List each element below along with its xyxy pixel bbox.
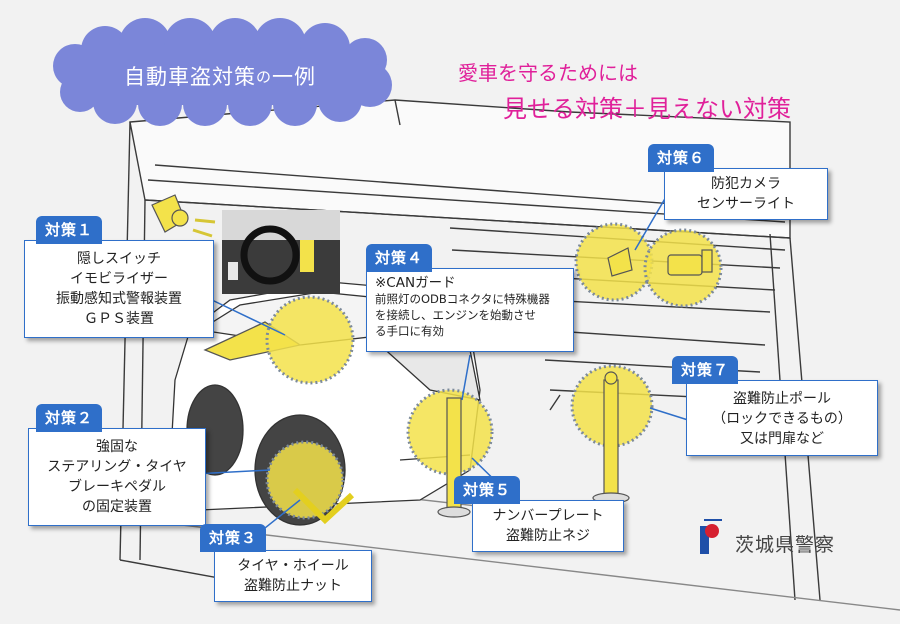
devices bbox=[151, 194, 713, 525]
measure-1-box: 隠しスイッチ イモビライザー 振動感知式警報装置 ＧＰＳ装置 bbox=[24, 240, 214, 338]
measure-3-line-2: 盗難防止ナット bbox=[244, 578, 342, 594]
measure-1-line-4: ＧＰＳ装置 bbox=[84, 311, 154, 327]
measure-4-box: ※CANガード 前照灯のODBコネクタに特殊機器 を接続し、エンジンを始動させ … bbox=[366, 268, 574, 352]
measure-2-box: 強固な ステアリング・タイヤ ブレーキペダル の固定装置 bbox=[28, 428, 206, 526]
measure-7-box: 盗難防止ポール （ロックできるもの） 又は門扉など bbox=[686, 380, 878, 456]
measure-3-line-1: タイヤ・ホイール bbox=[237, 558, 349, 574]
measure-2-line-1: 強固な bbox=[96, 439, 138, 455]
measure-5-tag: 対策５ bbox=[454, 476, 521, 504]
measure-5-line-2: 盗難防止ネジ bbox=[506, 528, 590, 544]
headline-line-2: 見せる対策＋見えない対策 bbox=[503, 95, 791, 123]
measure-4-line-3: る手口に有効 bbox=[375, 324, 444, 338]
police-logo-icon bbox=[700, 519, 722, 554]
page-title: 自動車盗対策の一例 bbox=[70, 56, 370, 96]
title-cloud bbox=[53, 18, 392, 126]
measure-7-line-2: （ロックできるもの） bbox=[712, 411, 852, 427]
measure-2-line-4: の固定装置 bbox=[82, 499, 152, 515]
measure-1-tag: 対策１ bbox=[36, 216, 103, 244]
measure-7-line-1: 盗難防止ポール bbox=[733, 391, 831, 407]
measure-4-line-1: 前照灯のODBコネクタに特殊機器 bbox=[375, 292, 550, 306]
measure-4-tag: 対策４ bbox=[366, 244, 433, 272]
measure-5-box: ナンバープレート 盗難防止ネジ bbox=[472, 500, 624, 552]
title-particle: の bbox=[255, 67, 272, 86]
measure-2-line-2: ステアリング・タイヤ bbox=[47, 459, 187, 475]
measure-4-line-2: を接続し、エンジンを始動させ bbox=[375, 308, 536, 322]
measure-6-tag: 対策６ bbox=[648, 144, 715, 172]
measure-7-tag: 対策７ bbox=[672, 356, 739, 384]
measure-2-line-3: ブレーキペダル bbox=[68, 479, 166, 495]
measure-1-line-3: 振動感知式警報装置 bbox=[56, 291, 182, 307]
headline-line-1: 愛車を守るためには bbox=[458, 61, 638, 85]
measure-3-box: タイヤ・ホイール 盗難防止ナット bbox=[214, 550, 372, 602]
title-tail: 一例 bbox=[272, 65, 316, 89]
measure-1-line-2: イモビライザー bbox=[70, 271, 168, 287]
measure-4-heading: ※CANガード bbox=[375, 275, 456, 291]
measure-6-line-2: センサーライト bbox=[697, 196, 795, 212]
measure-3-tag: 対策３ bbox=[200, 524, 267, 552]
measure-2-tag: 対策２ bbox=[36, 404, 103, 432]
title-main: 自動車盗対策 bbox=[123, 65, 256, 89]
steering-photo bbox=[222, 210, 340, 294]
measure-1-line-1: 隠しスイッチ bbox=[77, 251, 161, 267]
highlight-circles bbox=[265, 222, 723, 520]
police-logo-text: 茨城県警察 bbox=[735, 534, 836, 556]
measure-6-line-1: 防犯カメラ bbox=[711, 176, 781, 192]
measure-6-box: 防犯カメラ センサーライト bbox=[664, 168, 828, 220]
measure-5-line-1: ナンバープレート bbox=[492, 508, 604, 524]
measure-7-line-3: 又は門扉など bbox=[740, 431, 824, 447]
